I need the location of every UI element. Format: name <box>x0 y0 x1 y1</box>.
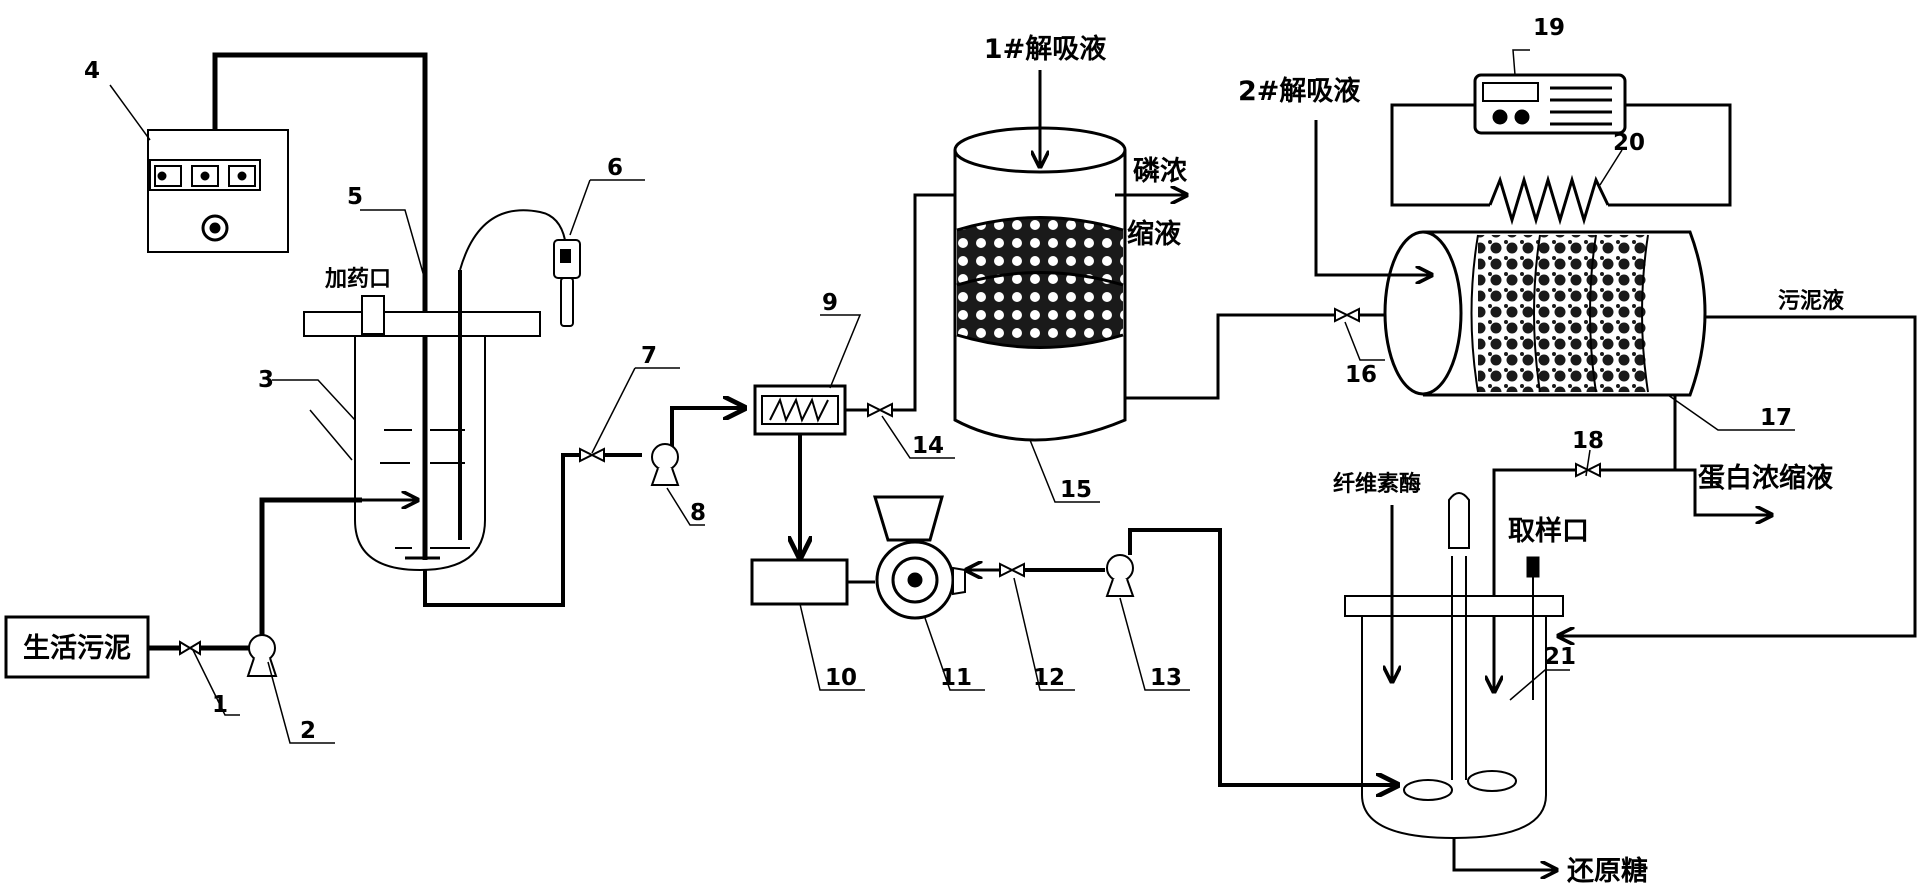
protein-outlet <box>1673 395 1770 515</box>
sampling-port-label: 取样口 <box>1508 515 1589 547</box>
label-13: 13 <box>1150 665 1182 691</box>
reactor-3 <box>303 270 541 572</box>
leader-lines <box>109 49 1795 744</box>
label-3: 3 <box>258 367 274 393</box>
label-4: 4 <box>84 58 100 84</box>
inlet-pipe <box>148 500 416 651</box>
valve-14 <box>867 402 893 418</box>
phosphorus-label-1: 磷浓 <box>1133 156 1188 187</box>
cellulase-label: 纤维素酶 <box>1333 471 1421 497</box>
probe-6 <box>553 239 581 327</box>
label-5: 5 <box>347 184 363 210</box>
label-11: 11 <box>940 665 972 691</box>
sludge-liquid-return <box>1560 315 1917 636</box>
label-15: 15 <box>1060 477 1092 503</box>
sludge-source-label: 生活污泥 <box>23 633 131 664</box>
label-16: 16 <box>1345 362 1377 388</box>
valve-1 <box>179 640 201 656</box>
column-15 <box>953 126 1127 442</box>
label-12: 12 <box>1033 665 1065 691</box>
tank-10 <box>750 558 849 606</box>
exchanger-9 <box>753 384 847 436</box>
label-20: 20 <box>1613 130 1645 156</box>
pump-13 <box>1105 554 1135 597</box>
dosing-port-label: 加药口 <box>324 267 391 292</box>
label-17: 17 <box>1760 405 1792 431</box>
label-7: 7 <box>641 343 657 369</box>
sludge-liquid-label: 污泥液 <box>1778 288 1844 314</box>
label-18: 18 <box>1572 428 1604 454</box>
desorb1-label: 1#解吸液 <box>984 34 1106 65</box>
label-1: 1 <box>212 692 228 718</box>
valve-16 <box>1334 307 1360 323</box>
pump-2 <box>246 634 278 677</box>
mill-11 <box>872 495 966 620</box>
label-6: 6 <box>607 155 623 181</box>
desorb2-inlet <box>1314 120 1430 275</box>
pipe-13-to-21 <box>1128 528 1395 785</box>
label-14: 14 <box>912 433 944 459</box>
pipe-15-to-17 <box>1125 313 1335 400</box>
controller-wire <box>212 52 428 560</box>
label-21: 21 <box>1544 644 1576 670</box>
valve-7 <box>579 447 605 463</box>
label-10: 10 <box>825 665 857 691</box>
phosphorus-label-2: 缩液 <box>1127 218 1181 250</box>
controller-4 <box>147 129 289 253</box>
label-9: 9 <box>822 290 838 316</box>
desorb2-label: 2#解吸液 <box>1238 76 1360 107</box>
label-2: 2 <box>300 718 316 744</box>
power-supply-19 <box>1473 73 1627 135</box>
reactor-outlet-pipe <box>423 408 742 607</box>
label-19: 19 <box>1533 15 1565 41</box>
reducing-sugar-label: 还原糖 <box>1567 855 1648 887</box>
heater-wire-20 <box>1390 103 1732 226</box>
reactor-21 <box>1344 492 1564 862</box>
label-8: 8 <box>690 500 706 526</box>
valve-12 <box>999 562 1025 578</box>
pipe-9-to-15 <box>845 195 990 412</box>
membrane-unit-17 <box>1383 230 1707 397</box>
probe-wire <box>459 209 566 271</box>
protein-label: 蛋白浓缩液 <box>1698 462 1833 494</box>
reducing-sugar-outlet <box>1452 862 1555 870</box>
sludge-source-box: 生活污泥 <box>4 615 150 679</box>
pump-8 <box>650 443 680 486</box>
